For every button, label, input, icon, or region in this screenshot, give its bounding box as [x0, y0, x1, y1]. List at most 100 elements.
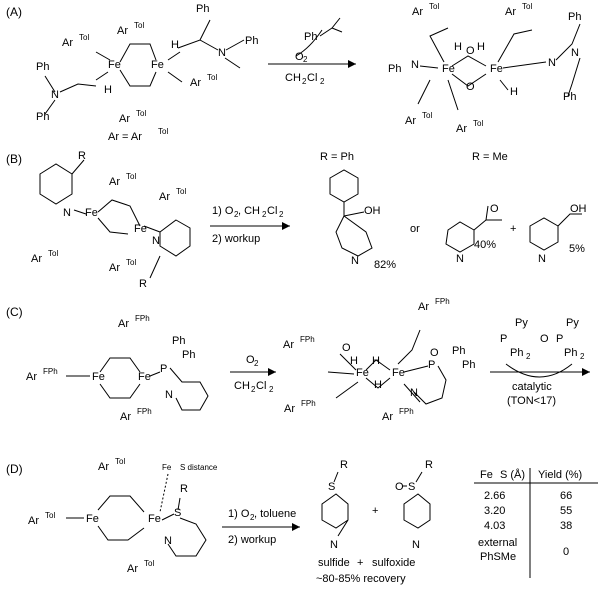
- panel-a-reactant: Ar Tol Ar Tol Fe Fe H H N N Ph Ph Ph Ph …: [36, 3, 258, 143]
- svg-text:S: S: [174, 507, 181, 519]
- svg-text:66: 66: [560, 490, 572, 502]
- svg-text:Ar: Ar: [405, 115, 416, 127]
- svg-text:Ar: Ar: [190, 77, 201, 89]
- svg-text:Ar: Ar: [159, 191, 170, 203]
- svg-text:FPh: FPh: [300, 335, 315, 344]
- svg-text:Ph: Ph: [388, 63, 401, 75]
- svg-text:Ar: Ar: [382, 411, 393, 423]
- svg-text:Ar: Ar: [117, 25, 128, 37]
- svg-text:Ph: Ph: [245, 35, 258, 47]
- svg-text:Ph: Ph: [510, 347, 523, 359]
- svg-text:Tol: Tol: [115, 457, 125, 466]
- panel-a-product: Ar Tol Ar Tol Fe Fe O O H H Ph N N N Ph …: [388, 2, 581, 135]
- svg-text:Ph: Ph: [304, 31, 317, 43]
- svg-text:S: S: [328, 481, 335, 493]
- svg-text:2: 2: [580, 352, 585, 361]
- svg-text:Ar: Ar: [28, 515, 39, 527]
- svg-text:H: H: [477, 41, 485, 53]
- panel-a-arrow: O 2 CH 2 Cl 2 Ph: [268, 17, 356, 86]
- svg-text:N: N: [63, 207, 71, 219]
- fe-atom: Fe: [490, 63, 503, 75]
- svg-text:Tol: Tol: [522, 2, 532, 11]
- svg-text:, toluene: , toluene: [254, 508, 296, 520]
- svg-text:Ar: Ar: [118, 318, 129, 330]
- svg-text:Fe: Fe: [148, 513, 161, 525]
- svg-text:5%: 5%: [569, 243, 585, 255]
- svg-text:Ar: Ar: [109, 262, 120, 274]
- fe-atom: Fe: [108, 59, 121, 71]
- svg-text:N: N: [571, 47, 579, 59]
- svg-text:Ph: Ph: [563, 91, 576, 103]
- svg-text:FPh: FPh: [435, 297, 450, 306]
- svg-text:Tol: Tol: [144, 559, 154, 568]
- svg-text:N: N: [411, 59, 419, 71]
- svg-text:4.03: 4.03: [484, 520, 505, 532]
- svg-text:Ar: Ar: [418, 301, 429, 313]
- svg-text:Tol: Tol: [429, 2, 439, 11]
- svg-text:P: P: [556, 333, 563, 345]
- panel-d-label: (D): [6, 462, 23, 476]
- svg-text:O: O: [466, 81, 475, 93]
- fe-atom: Fe: [442, 63, 455, 75]
- svg-text:P: P: [160, 363, 167, 375]
- svg-text:2: 2: [302, 77, 307, 86]
- svg-text:O: O: [466, 45, 475, 57]
- svg-text:2.66: 2.66: [484, 490, 505, 502]
- svg-text:2: 2: [251, 385, 256, 394]
- svg-text:Ph: Ph: [564, 347, 577, 359]
- svg-text:Ar: Ar: [283, 339, 294, 351]
- svg-text:OH: OH: [364, 205, 381, 217]
- svg-text:PhSMe: PhSMe: [480, 551, 516, 563]
- svg-text:FPh: FPh: [301, 399, 316, 408]
- svg-text:O: O: [342, 342, 351, 354]
- svg-text:H: H: [372, 355, 380, 367]
- svg-text:FPh: FPh: [137, 407, 152, 416]
- svg-text:H: H: [350, 355, 358, 367]
- svg-text:CH: CH: [234, 380, 250, 392]
- svg-text:Tol: Tol: [158, 127, 168, 136]
- svg-text:Tol: Tol: [126, 172, 136, 181]
- svg-text:CH: CH: [285, 72, 301, 84]
- svg-text:Tol: Tol: [136, 109, 146, 118]
- svg-text:2) workup: 2) workup: [228, 534, 276, 546]
- svg-text:38: 38: [560, 520, 572, 532]
- svg-text:Fe: Fe: [92, 371, 105, 383]
- svg-text:Fe: Fe: [85, 207, 98, 219]
- svg-text:O: O: [430, 347, 439, 359]
- svg-text:2: 2: [254, 359, 259, 368]
- panel-c-label: (C): [6, 305, 23, 319]
- svg-text:Ar: Ar: [120, 411, 131, 423]
- svg-text:Tol: Tol: [45, 511, 55, 520]
- svg-text:Ar: Ar: [31, 253, 42, 265]
- svg-text:P: P: [500, 333, 507, 345]
- svg-text:2: 2: [303, 55, 308, 64]
- panel-a-label: (A): [6, 5, 22, 19]
- svg-text:Py: Py: [566, 317, 579, 329]
- svg-text:N: N: [165, 389, 173, 401]
- svg-text:S: S: [408, 481, 415, 493]
- svg-text:FPh: FPh: [43, 367, 58, 376]
- svg-text:+: +: [372, 505, 378, 517]
- svg-text:Yield (%): Yield (%): [538, 469, 582, 481]
- svg-text:sulfide: sulfide: [318, 557, 350, 569]
- svg-text:2: 2: [234, 210, 239, 219]
- svg-text:O: O: [246, 354, 255, 366]
- svg-text:2: 2: [250, 513, 255, 522]
- svg-text:Ar: Ar: [109, 176, 120, 188]
- svg-text:Py: Py: [515, 317, 528, 329]
- svg-text:Fe: Fe: [138, 371, 151, 383]
- svg-text:sulfoxide: sulfoxide: [372, 557, 415, 569]
- svg-text:N: N: [351, 255, 359, 267]
- svg-text:Ph: Ph: [452, 345, 465, 357]
- svg-text:O: O: [540, 333, 549, 345]
- panel-c: (C) Ar FPh Ar FPh Ar FPh Fe Fe P Ph Ph N…: [6, 297, 590, 423]
- nitrogen-atom: N: [218, 47, 226, 59]
- svg-text:Tol: Tol: [79, 33, 89, 42]
- svg-text:Ar: Ar: [412, 6, 423, 18]
- svg-text:Cl: Cl: [267, 205, 277, 217]
- svg-text:Tol: Tol: [134, 21, 144, 30]
- svg-text:Ar: Ar: [98, 461, 109, 473]
- svg-text:H: H: [104, 84, 112, 96]
- svg-text:Ph: Ph: [36, 111, 49, 123]
